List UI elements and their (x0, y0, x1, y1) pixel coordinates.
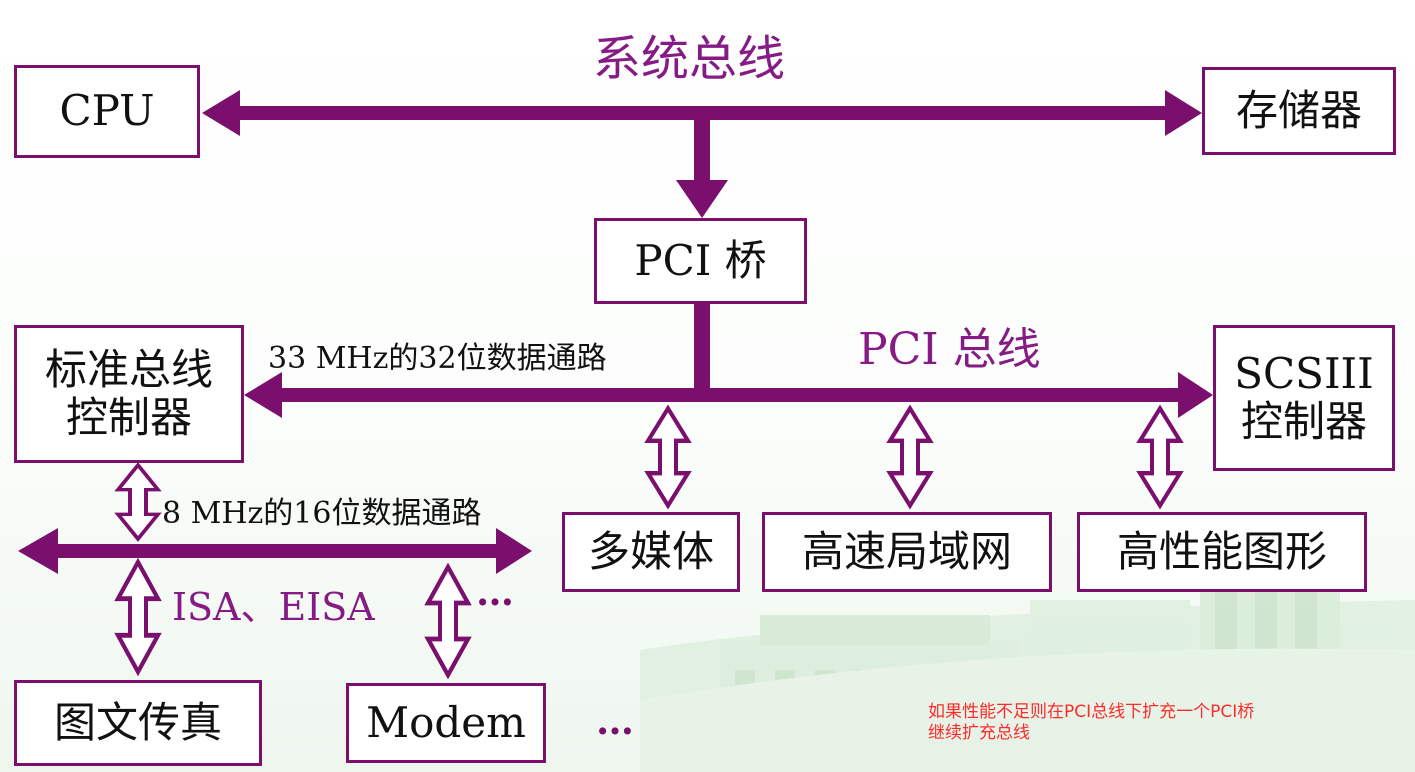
modem-label: Modem (366, 697, 526, 747)
memory-label: 存储器 (1235, 85, 1362, 135)
path-8mhz-label: 8 MHz的16位数据通路 (162, 496, 482, 531)
ellipsis-bottom: … (596, 698, 636, 743)
ellipsis-top: … (476, 569, 516, 614)
pci-bus-arrow (244, 372, 1213, 418)
std-bus-ctrl-box: 标准总线 控制器 (14, 325, 244, 463)
graphics-arrow (1140, 408, 1180, 505)
expansion-note-line1: 如果性能不足则在PCI总线下扩充一个PCI桥 (928, 702, 1255, 722)
bridge-connector-arrow (676, 113, 728, 218)
multimedia-box: 多媒体 (562, 512, 740, 592)
std-bus-ctrl-line2: 控制器 (65, 393, 192, 442)
scsi-ctrl-box: SCSIII 控制器 (1213, 325, 1395, 471)
fax-arrow (118, 562, 158, 672)
std-ctrl-isa-arrow (116, 463, 160, 541)
fax-box: 图文传真 (14, 680, 262, 766)
fax-label: 图文传真 (53, 697, 222, 747)
cpu-label: CPU (59, 86, 155, 136)
lan-box: 高速局域网 (762, 512, 1052, 592)
cpu-box: CPU (14, 65, 200, 158)
memory-box: 存储器 (1202, 67, 1396, 155)
pci-bridge-label: PCI 桥 (634, 235, 767, 285)
isa-bus-arrow (18, 528, 532, 574)
pci-bridge-stem (694, 302, 710, 394)
system-bus-label: 系统总线 (593, 31, 786, 87)
isa-eisa-label: ISA、EISA (172, 585, 375, 629)
lan-label: 高速局域网 (801, 526, 1012, 576)
multimedia-label: 多媒体 (587, 526, 714, 576)
path-33mhz-label: 33 MHz的32位数据通路 (268, 341, 607, 376)
pci-bridge-box: PCI 桥 (594, 218, 807, 304)
modem-box: Modem (346, 683, 546, 763)
graphics-box: 高性能图形 (1077, 512, 1367, 592)
modem-arrow (428, 567, 468, 675)
graphics-label: 高性能图形 (1116, 526, 1327, 576)
expansion-note-line2: 继续扩充总线 (928, 723, 1030, 744)
std-bus-ctrl-line1: 标准总线 (44, 344, 213, 394)
scsi-ctrl-line2: 控制器 (1240, 397, 1367, 446)
multimedia-arrow (648, 408, 688, 505)
expansion-note: 如果性能不足则在PCI总线下扩充一个PCI桥 继续扩充总线 (928, 702, 1254, 745)
pci-bus-label: PCI 总线 (858, 324, 1041, 375)
lan-arrow (890, 408, 930, 505)
scsi-ctrl-line1: SCSIII (1234, 348, 1374, 398)
